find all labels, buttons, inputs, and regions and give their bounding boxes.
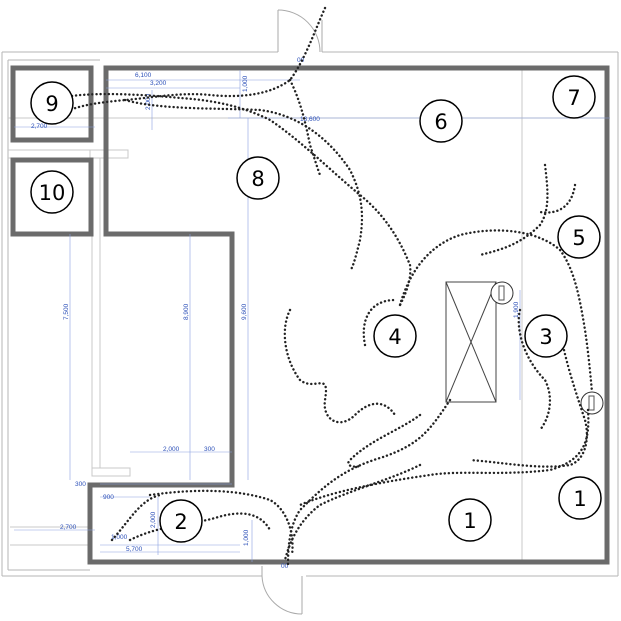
zone-marker-6: 6 <box>419 99 463 143</box>
dim-8900: 8,900 <box>183 303 190 320</box>
zone-marker-2: 2 <box>159 499 203 543</box>
zone-marker-8: 8 <box>236 156 280 200</box>
zone-label-4: 4 <box>388 325 401 349</box>
zone-label-1a: 1 <box>463 509 476 533</box>
zone-label-2: 2 <box>174 510 187 534</box>
dim-3200: 3,200 <box>150 80 167 87</box>
zone-label-10: 10 <box>39 181 66 205</box>
door-top <box>277 9 323 53</box>
zone-marker-3: 3 <box>524 314 568 358</box>
zone-label-1b: 1 <box>573 487 586 511</box>
zone-marker-1a: 1 <box>448 498 492 542</box>
dim-1900: 1,900 <box>513 301 520 318</box>
zone-marker-7: 7 <box>552 75 596 119</box>
dim-2000-top: 2,000 <box>145 93 152 110</box>
zone-marker-10: 10 <box>30 170 74 214</box>
dim-1000-small: 1,000 <box>111 534 128 541</box>
dim-9600: 9,600 <box>241 303 248 320</box>
outer-outline <box>1 51 619 577</box>
dim-300-a: 300 <box>204 446 215 453</box>
zone-label-6: 6 <box>434 110 447 134</box>
dim-5700: 5,700 <box>126 546 143 553</box>
dim-2000-mid: 2,000 <box>163 446 180 453</box>
dim-6100: 6,100 <box>135 72 152 79</box>
dim-00-bottom: 00 <box>281 563 289 570</box>
zone-marker-4: 4 <box>373 314 417 358</box>
central-fixture <box>445 281 497 403</box>
zone-label-3: 3 <box>539 325 552 349</box>
dim-2700-bottom: 2,700 <box>60 524 77 531</box>
dim-2700-top: 2,700 <box>31 123 48 130</box>
zone-markers: 1 1 2 3 4 5 6 7 <box>30 75 602 543</box>
zone-marker-9: 9 <box>30 81 74 125</box>
zone-label-8: 8 <box>251 167 264 191</box>
zone-label-9: 9 <box>45 92 58 116</box>
zone-marker-1b: 1 <box>558 476 602 520</box>
zone-label-5: 5 <box>572 226 585 250</box>
dim-300-b: 300 <box>75 481 86 488</box>
door-bottom <box>261 566 303 615</box>
dim-13600: 13,600 <box>300 116 320 123</box>
dim-900: 900 <box>103 494 114 501</box>
dim-7500: 7,500 <box>63 303 70 320</box>
zone-marker-5: 5 <box>557 215 601 259</box>
dim-1000-bottom: 1,000 <box>243 529 250 546</box>
dimension-lines <box>14 70 610 562</box>
zone-label-7: 7 <box>567 86 580 110</box>
movement-paths <box>68 6 594 567</box>
fixture-marker-top <box>490 281 514 305</box>
dim-1000-top: 1,000 <box>242 75 249 92</box>
fixture-marker-right <box>580 391 604 415</box>
dim-2000-vert: 2,000 <box>150 511 157 528</box>
